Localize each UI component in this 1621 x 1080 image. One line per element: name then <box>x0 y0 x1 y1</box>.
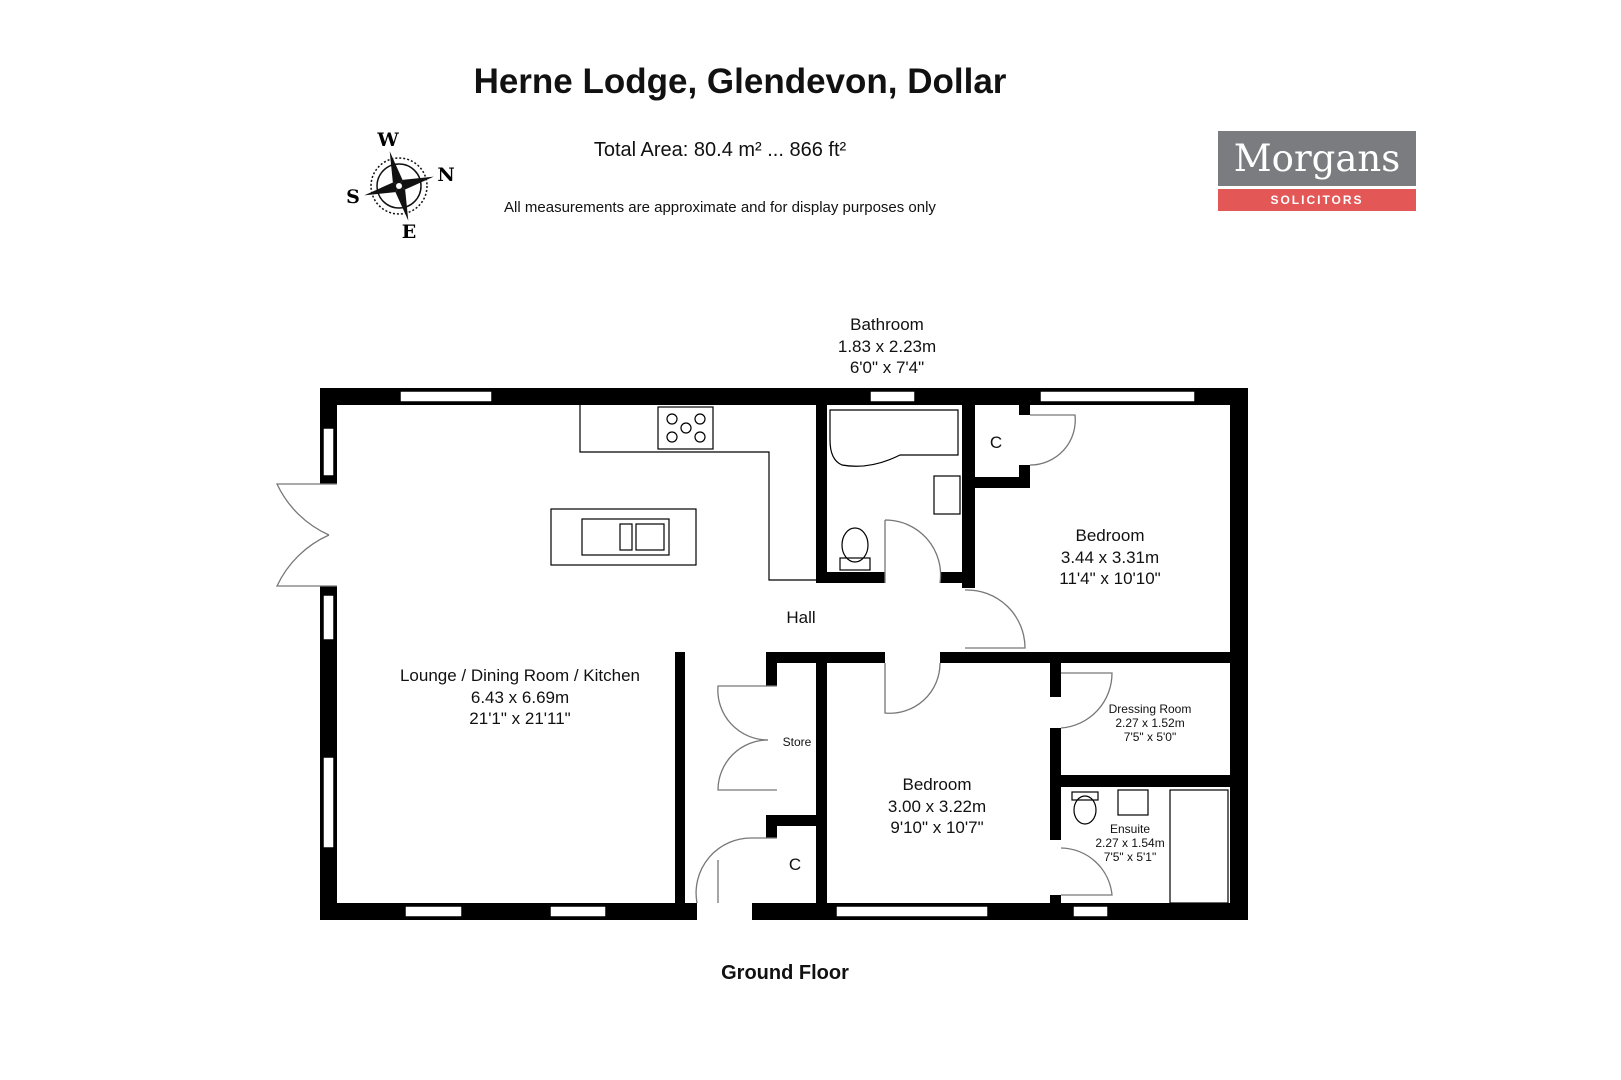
basin-icon <box>933 475 961 515</box>
hob-icon <box>657 406 714 450</box>
dressing-metric: 2.27 x 1.52m <box>1115 716 1184 730</box>
ensuite-toilet-icon <box>1073 795 1097 825</box>
ensuite-imperial: 7'5" x 5'1" <box>1104 850 1156 864</box>
windows <box>322 390 1196 918</box>
bathroom-metric: 1.83 x 2.23m <box>838 337 936 356</box>
compass-s: S <box>346 186 360 208</box>
hall-name: Hall <box>786 608 815 627</box>
ensuite-metric: 2.27 x 1.54m <box>1095 836 1164 850</box>
compass-icon: W N S E <box>346 129 455 243</box>
total-area: Total Area: 80.4 m² ... 866 ft² <box>593 139 847 161</box>
doors <box>275 414 1113 904</box>
bedroom2-name: Bedroom <box>903 775 972 794</box>
plan-title: Herne Lodge, Glendevon, Dollar <box>473 62 1007 101</box>
compass-w: W <box>376 129 399 151</box>
bedroom1-imperial: 11'4" x 10'10" <box>1059 569 1160 588</box>
kitchen-island <box>550 508 697 566</box>
morgans-logo: Morgans SOLICITORS <box>1218 131 1416 211</box>
logo-tag: SOLICITORS <box>1218 189 1416 211</box>
fixtures <box>550 405 1229 904</box>
lounge-metric: 6.43 x 6.69m <box>471 688 569 707</box>
logo-name: Morgans <box>1218 131 1416 186</box>
kitchen-counter <box>579 405 816 581</box>
bathroom-name: Bathroom <box>850 315 924 334</box>
cupboard1-name: C <box>990 433 1002 452</box>
compass-n: N <box>437 164 454 186</box>
dressing-name: Dressing Room <box>1109 702 1192 716</box>
floor-label: Ground Floor <box>721 962 849 984</box>
shower-icon <box>1169 789 1229 904</box>
store-name: Store <box>783 735 812 749</box>
bathroom-imperial: 6'0" x 7'4" <box>850 358 924 377</box>
bedroom2-metric: 3.00 x 3.22m <box>888 797 986 816</box>
ensuite-name: Ensuite <box>1110 822 1150 836</box>
lounge-name: Lounge / Dining Room / Kitchen <box>400 666 640 685</box>
bedroom2-imperial: 9'10" x 10'7" <box>890 818 983 837</box>
compass-e: E <box>402 221 416 243</box>
ensuite-basin-icon <box>1117 789 1149 816</box>
bedroom1-metric: 3.44 x 3.31m <box>1061 548 1159 567</box>
disclaimer: All measurements are approximate and for… <box>504 199 936 216</box>
cupboard2-name: C <box>789 855 801 874</box>
lounge-imperial: 21'1" x 21'11" <box>469 709 570 728</box>
toilet-icon <box>841 527 869 563</box>
bedroom1-name: Bedroom <box>1076 526 1145 545</box>
dressing-imperial: 7'5" x 5'0" <box>1124 730 1176 744</box>
sink-icon <box>581 518 670 556</box>
bath-icon <box>829 409 959 467</box>
